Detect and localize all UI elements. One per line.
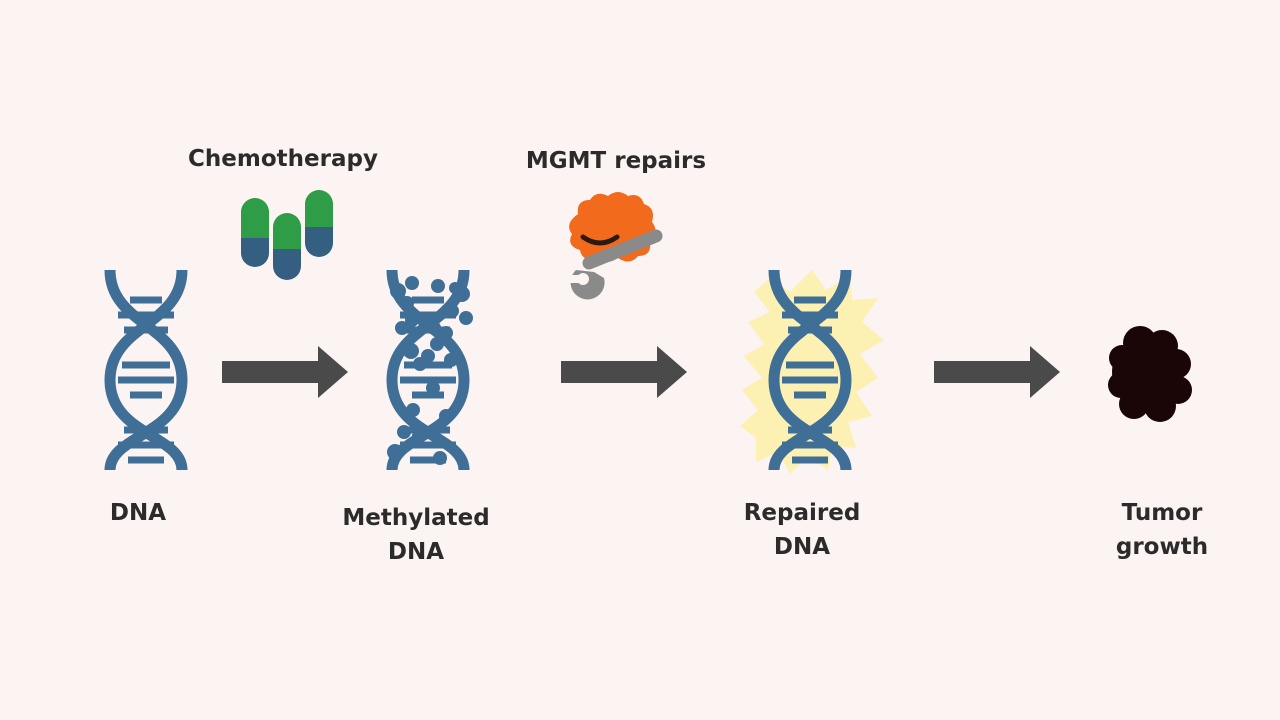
tumor-icon — [1108, 326, 1192, 422]
stage-label-dna: DNA — [109, 500, 167, 526]
stage-label-tumor-growth: Tumor growth — [1115, 500, 1209, 560]
stage-label-methylated-dna: Methylated DNA — [342, 505, 490, 565]
stage-label-repaired-dna: Repaired DNA — [743, 500, 861, 560]
mgmt-enzyme-icon — [569, 192, 663, 300]
methylated-dna-icon — [387, 270, 473, 470]
repair-glow — [740, 270, 884, 474]
chemotherapy-label: Chemotherapy — [188, 146, 378, 172]
mgmt-repairs-label: MGMT repairs — [525, 148, 707, 174]
chemotherapy-pills-icon — [241, 190, 333, 280]
dna-helix-icon — [110, 270, 182, 470]
arrow-3 — [934, 346, 1060, 398]
arrow-1 — [222, 346, 348, 398]
repaired-dna-icon — [740, 270, 884, 474]
wrench-icon — [569, 229, 663, 300]
arrow-2 — [561, 346, 687, 398]
